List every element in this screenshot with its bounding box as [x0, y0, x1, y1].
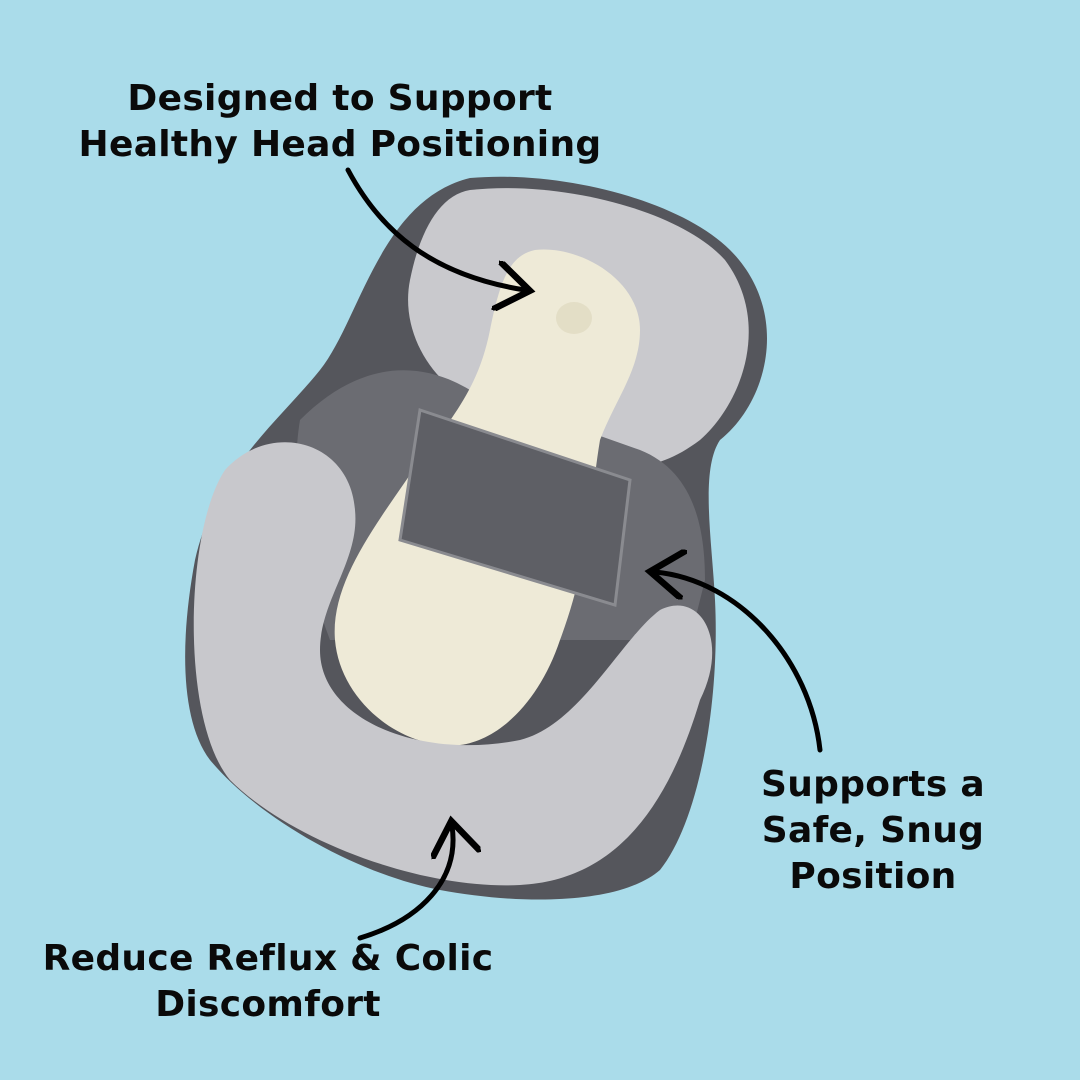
callout-reflux: Reduce Reflux & Colic Discomfort — [18, 936, 518, 1028]
callout-snug-line1: Supports a — [760, 764, 986, 805]
callout-snug-position: Supports a Safe, Snug Position — [723, 762, 1023, 900]
arrow-snug-position — [655, 572, 823, 753]
head-dimple — [556, 302, 592, 334]
arrow-head-support — [345, 167, 525, 290]
u-bolster — [193, 442, 713, 886]
callout-snug-line2: Safe, Snug — [761, 810, 985, 851]
callout-reflux-line2: Discomfort — [155, 984, 381, 1025]
callout-head-line1: Designed to Support — [127, 78, 553, 119]
callout-snug-line3: Position — [789, 856, 957, 897]
safety-strap — [398, 408, 632, 607]
callout-reflux-line1: Reduce Reflux & Colic — [42, 938, 494, 979]
baby-pillow — [185, 176, 768, 900]
arrows — [345, 167, 823, 941]
callout-head-positioning: Designed to Support Healthy Head Positio… — [40, 76, 640, 168]
arrow-reflux — [357, 826, 453, 941]
callout-head-line2: Healthy Head Positioning — [78, 124, 602, 165]
